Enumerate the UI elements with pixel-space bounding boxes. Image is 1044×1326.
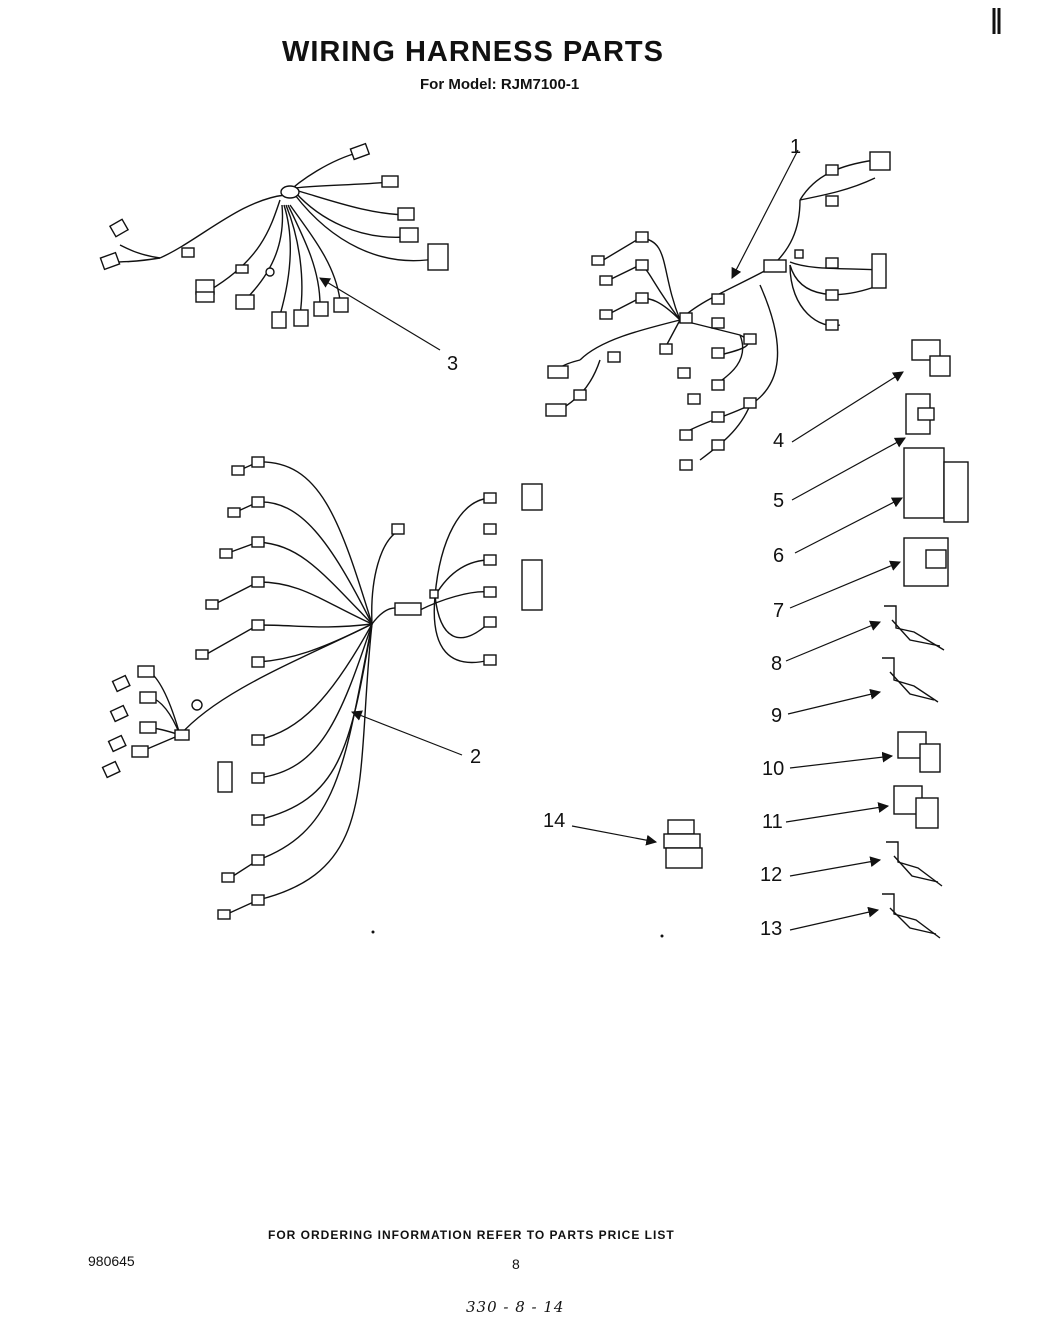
part-8 (785, 605, 945, 662)
callout-10: 10 (762, 758, 785, 780)
part-7 (789, 537, 949, 609)
model-subtitle: For Model: RJM7100-1 (420, 76, 580, 93)
harness-2 (101, 456, 543, 920)
part-4 (791, 339, 951, 443)
callout-11: 11 (762, 811, 783, 833)
ordering-info-footer: FOR ORDERING INFORMATION REFER TO PARTS … (268, 1228, 675, 1242)
callout-2: 2 (470, 746, 482, 768)
harness-1 (545, 149, 891, 471)
part-5 (791, 393, 935, 501)
harness-3 (99, 142, 449, 351)
page-title: WIRING HARNESS PARTS (282, 36, 664, 68)
handwritten-note: 330 - 8 - 14 (466, 1298, 565, 1316)
callout-12: 12 (760, 864, 783, 886)
callout-3: 3 (447, 353, 459, 375)
corner-mark (992, 8, 1001, 34)
callout-4: 4 (773, 430, 785, 452)
part-9 (787, 657, 939, 715)
part-14 (571, 819, 703, 869)
callout-9: 9 (771, 705, 783, 727)
part-13 (789, 893, 941, 939)
callout-5: 5 (773, 490, 785, 512)
part-11 (785, 785, 939, 829)
callout-14: 14 (543, 810, 566, 832)
part-6 (794, 447, 969, 554)
document-number: 980645 (88, 1253, 135, 1269)
callout-1: 1 (790, 136, 802, 158)
callout-8: 8 (771, 653, 783, 675)
part-12 (789, 841, 943, 887)
callout-7: 7 (773, 600, 785, 622)
callout-13: 13 (760, 918, 783, 940)
part-10 (789, 731, 941, 773)
page-number: 8 (512, 1256, 520, 1272)
callout-6: 6 (773, 545, 785, 567)
